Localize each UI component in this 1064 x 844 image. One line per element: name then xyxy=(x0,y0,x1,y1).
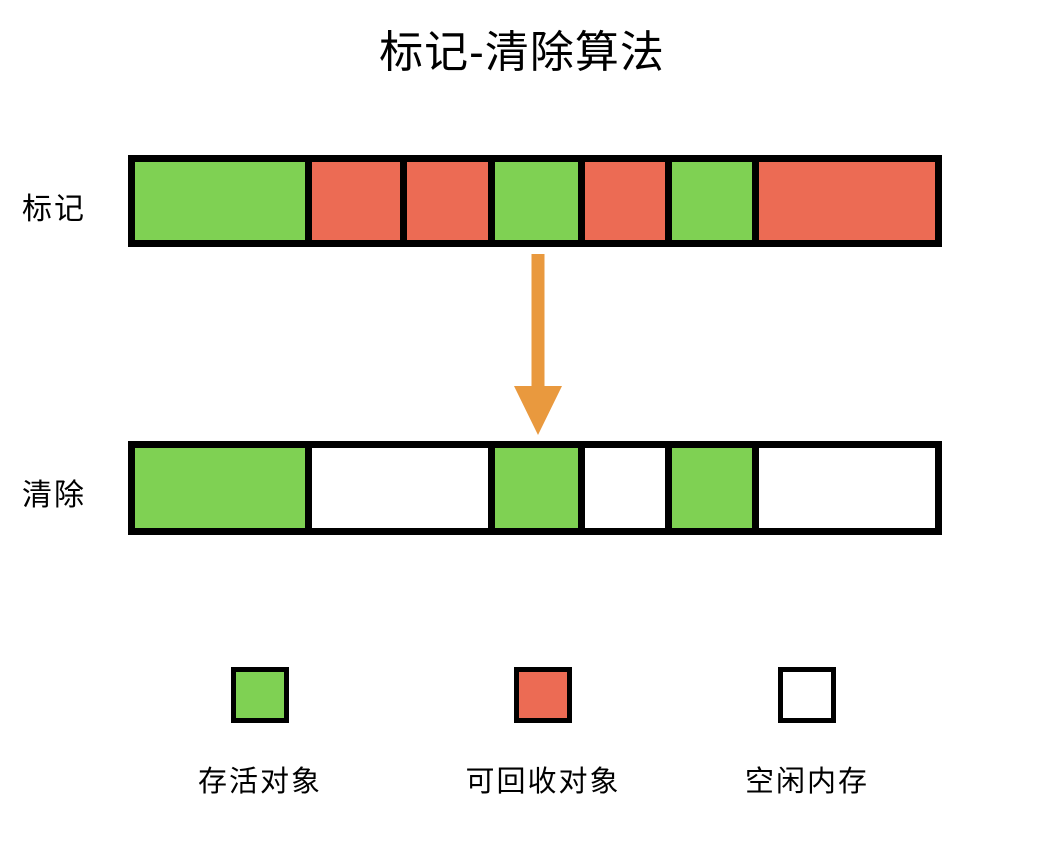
memory-cell-live xyxy=(135,448,305,528)
memory-cell-live xyxy=(495,162,578,240)
mark-memory-bar xyxy=(128,155,942,247)
legend-item-live: 存活对象 xyxy=(180,667,340,800)
sweep-memory-bar xyxy=(128,441,942,535)
memory-cell-reclaimable xyxy=(759,162,935,240)
memory-cell-live xyxy=(672,448,752,528)
free-swatch xyxy=(778,667,836,723)
legend-item-reclaimable: 可回收对象 xyxy=(460,667,626,800)
memory-cell-reclaimable xyxy=(407,162,488,240)
legend-label-reclaimable: 可回收对象 xyxy=(465,766,621,798)
down-arrow-icon xyxy=(514,254,562,435)
legend-item-free: 空闲内存 xyxy=(727,667,887,800)
memory-cell-reclaimable xyxy=(585,162,665,240)
live-swatch xyxy=(231,667,289,723)
legend-label-live: 存活对象 xyxy=(197,766,322,798)
memory-cell-free xyxy=(759,448,935,528)
sweep-row-label: 清除 xyxy=(22,479,86,512)
memory-cell-live xyxy=(672,162,752,240)
memory-cell-live xyxy=(135,162,305,240)
legend-label-free: 空闲内存 xyxy=(744,766,869,798)
mark-row-label: 标记 xyxy=(22,193,86,226)
reclaimable-swatch xyxy=(514,667,572,723)
memory-cell-free xyxy=(312,448,488,528)
diagram-title: 标记-清除算法 xyxy=(379,28,665,77)
memory-cell-reclaimable xyxy=(312,162,400,240)
memory-cell-free xyxy=(585,448,665,528)
memory-cell-live xyxy=(495,448,578,528)
